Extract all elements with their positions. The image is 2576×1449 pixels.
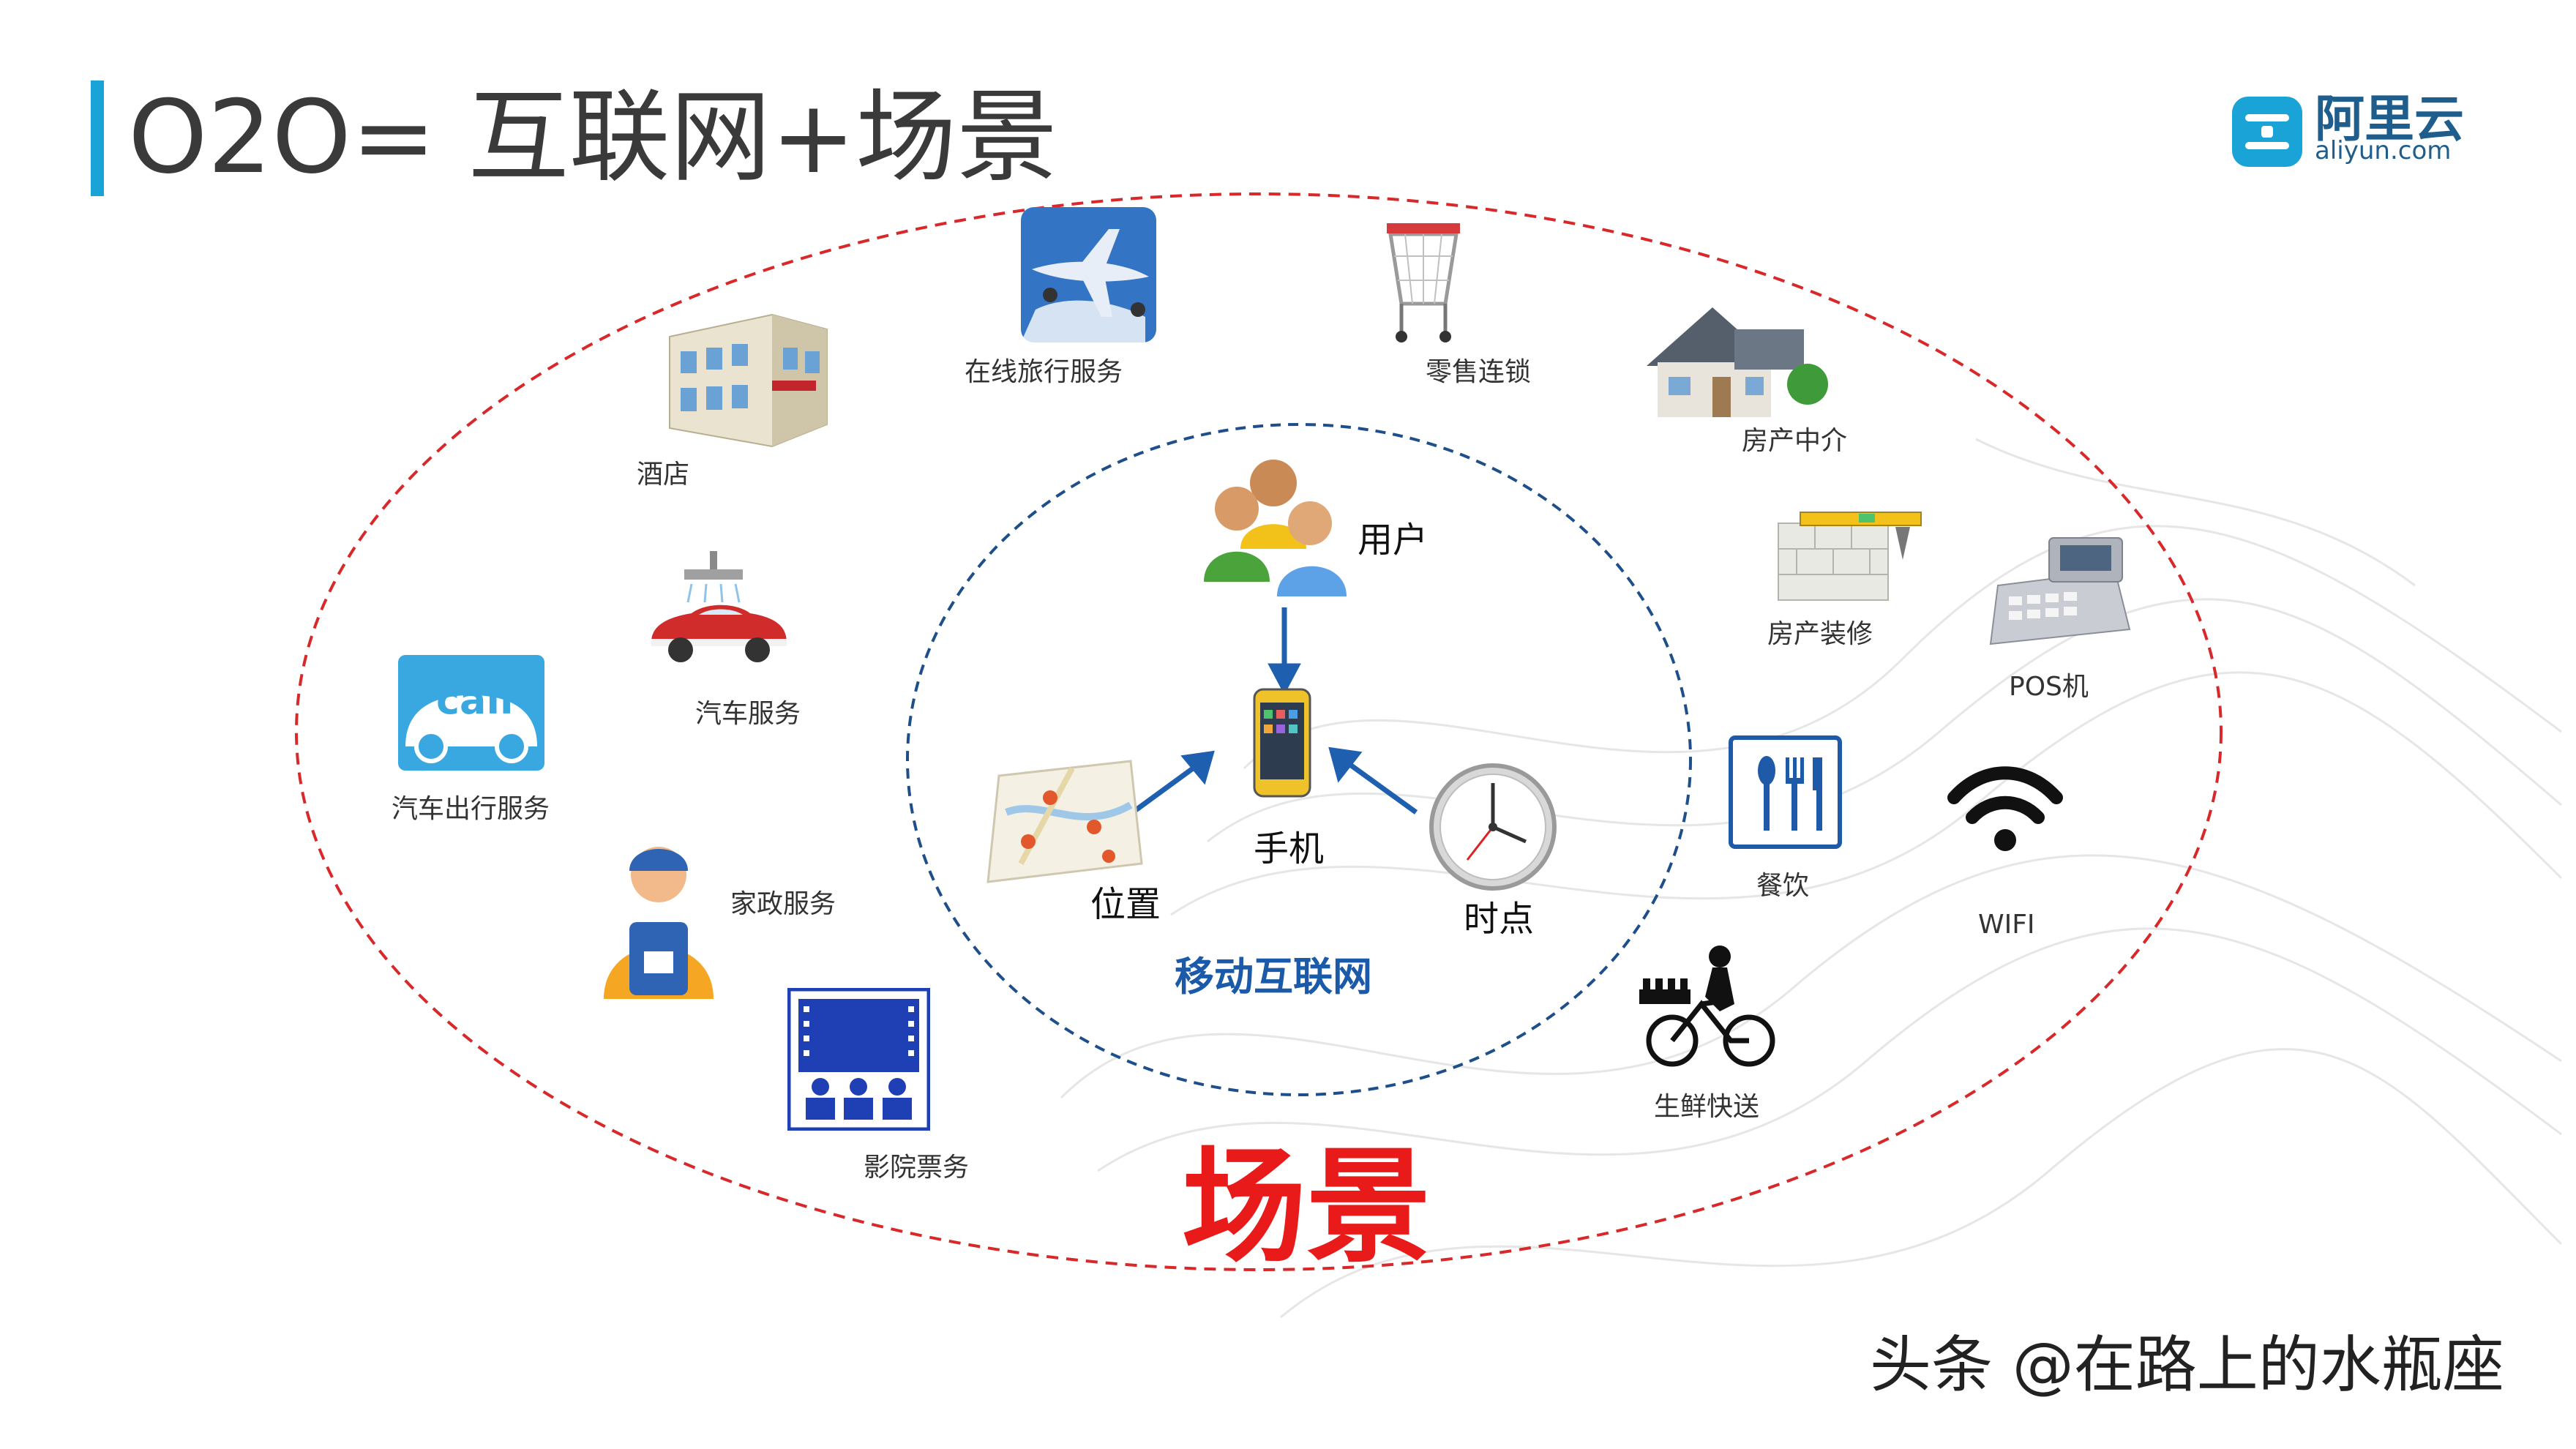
real-estate-agency-label: 房产中介 <box>1742 426 1848 456</box>
wifi-icon <box>1947 766 2063 851</box>
location-label: 位置 <box>1090 884 1161 925</box>
car-wash-icon <box>651 551 787 662</box>
logo-name: 阿里云 <box>2315 91 2465 149</box>
fresh-delivery-label: 生鲜快送 <box>1654 1092 1760 1122</box>
renovation-label: 房产装修 <box>1767 619 1873 649</box>
shopping-cart-icon <box>1387 223 1460 342</box>
title-accent-bar <box>91 80 104 196</box>
pos-label: POS机 <box>2009 672 2089 702</box>
call-text: call <box>436 677 514 723</box>
scene-label: 场景 <box>1182 1135 1431 1280</box>
hotel-icon <box>669 313 828 448</box>
wifi-label: WIFI <box>1978 910 2035 940</box>
house-icon <box>1647 307 1828 417</box>
decorative-wave-lines <box>1060 438 2563 1319</box>
cash-register-icon <box>1989 537 2131 645</box>
watermark-text: 头条 @在路上的水瓶座 <box>1870 1329 2504 1401</box>
logo-domain: aliyun.com <box>2315 136 2452 165</box>
time-label: 时点 <box>1464 899 1535 940</box>
aliyun-logo-icon <box>2232 97 2302 167</box>
phone-label: 手机 <box>1254 828 1325 869</box>
dining-icon <box>1729 735 1842 849</box>
airplane-icon <box>1021 207 1156 342</box>
arrows <box>1128 607 1418 816</box>
hotel-label: 酒店 <box>637 460 690 490</box>
online-travel-label: 在线旅行服务 <box>965 357 1123 387</box>
cinema-ticket-label: 影院票务 <box>864 1153 970 1183</box>
map-location-icon <box>986 760 1143 883</box>
car-service-label: 汽车服务 <box>695 699 801 729</box>
retail-chain-label: 零售连锁 <box>1426 357 1532 387</box>
housekeeper-icon <box>604 847 714 999</box>
users-icon <box>1204 460 1347 596</box>
cinema-icon <box>787 988 930 1131</box>
mobile-internet-circle <box>906 423 1692 1096</box>
brick-wall-level-icon <box>1778 512 1922 601</box>
user-label: 用户 <box>1358 520 1429 561</box>
scene-ellipse <box>295 192 2223 1271</box>
phone-icon <box>1253 688 1311 798</box>
bicycle-delivery-icon <box>1639 946 1775 1067</box>
call-car-icon: call <box>398 655 544 771</box>
car-travel-label: 汽车出行服务 <box>392 794 550 824</box>
mobile-internet-label: 移动互联网 <box>1175 954 1372 1000</box>
clock-icon <box>1429 763 1557 891</box>
page-title: O2O= 互联网+场景 <box>128 78 1058 196</box>
housekeeping-label: 家政服务 <box>730 889 836 919</box>
dining-label: 餐饮 <box>1756 871 1810 901</box>
